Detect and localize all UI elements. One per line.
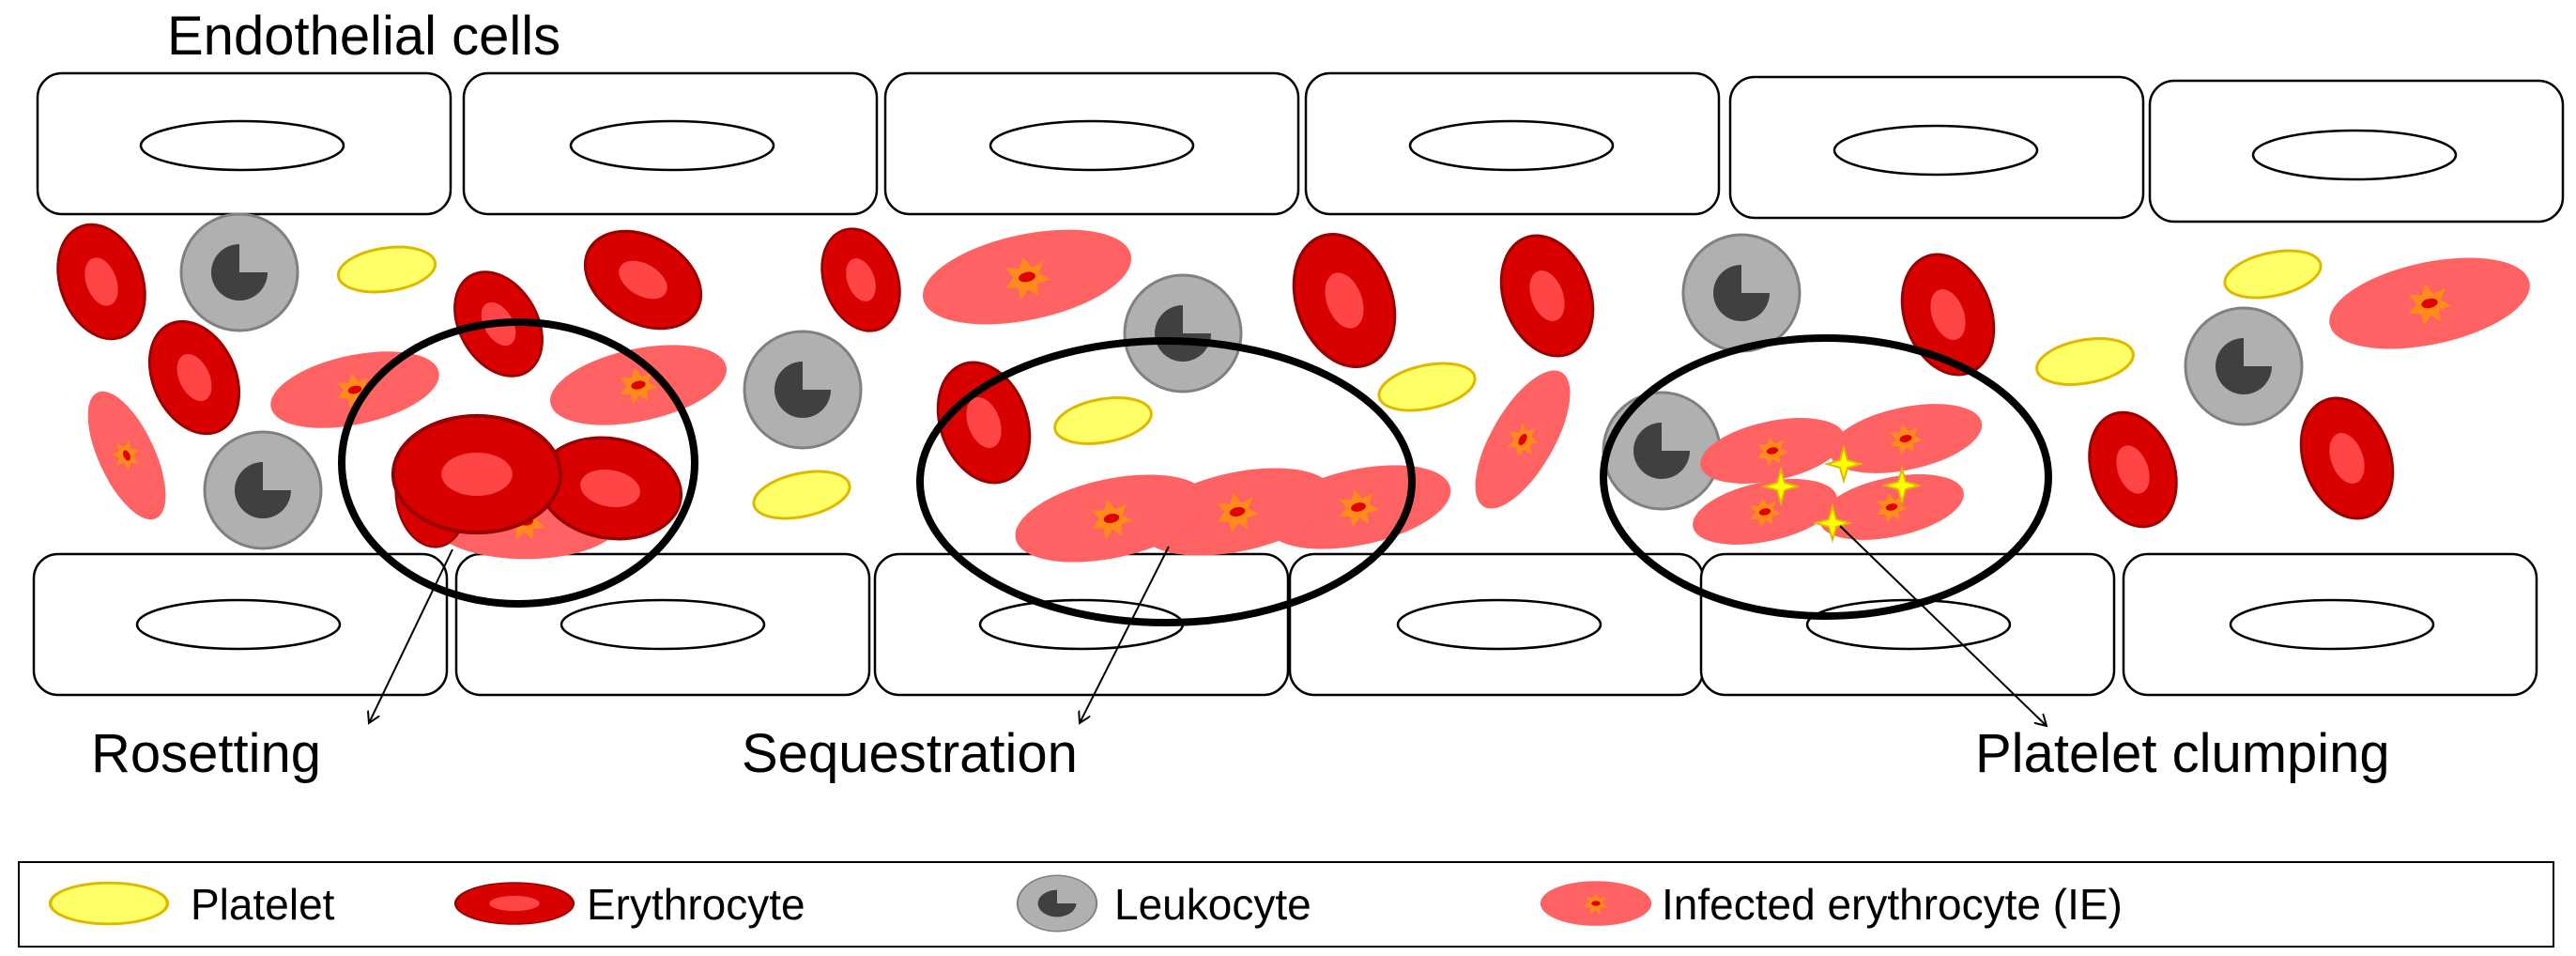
endothelium-bottom-row bbox=[32, 552, 2538, 697]
legend-box bbox=[18, 861, 2554, 948]
endothelial-cell bbox=[1728, 75, 2145, 220]
legend-leukocyte-label: Leukocyte bbox=[1114, 880, 1311, 929]
infected-erythrocyte bbox=[2321, 241, 2538, 365]
erythrocyte bbox=[1483, 221, 1611, 371]
infected-erythrocyte bbox=[543, 331, 734, 439]
sequestration-highlight-circle bbox=[916, 337, 1416, 626]
infected-erythrocyte bbox=[1457, 357, 1588, 522]
diagram-title: Endothelial cells bbox=[167, 6, 560, 67]
platelet bbox=[1372, 354, 1481, 420]
erythrocyte bbox=[806, 216, 915, 344]
platelet bbox=[747, 462, 856, 528]
infected-erythrocyte bbox=[1823, 392, 1988, 486]
erythrocyte bbox=[2283, 383, 2411, 533]
leukocyte bbox=[1123, 273, 1243, 393]
infected-erythrocyte-swatch bbox=[1540, 881, 1652, 926]
sequestration-label: Sequestration bbox=[742, 723, 1078, 784]
endothelial-cell bbox=[1288, 552, 1705, 697]
platelet-swatch bbox=[48, 881, 170, 926]
endothelial-cell bbox=[454, 552, 871, 697]
erythrocyte bbox=[393, 416, 560, 532]
erythrocyte-swatch bbox=[453, 881, 575, 926]
leukocyte bbox=[179, 212, 299, 332]
platelet bbox=[2032, 330, 2139, 393]
leukocyte bbox=[203, 430, 323, 550]
endothelial-cell bbox=[873, 552, 1290, 697]
platelet bbox=[2218, 241, 2327, 307]
endothelium-top-row bbox=[36, 71, 2565, 224]
rosetting-arrow bbox=[369, 548, 453, 723]
erythrocyte bbox=[2073, 398, 2193, 541]
erythrocyte bbox=[1884, 239, 2012, 390]
rosetting-highlight-circle bbox=[338, 318, 698, 608]
infected-erythrocyte bbox=[264, 338, 446, 441]
endothelial-cell bbox=[2122, 552, 2538, 697]
platelet-clumping-arrow bbox=[1839, 525, 2047, 726]
platelet-clumping-cluster bbox=[1687, 392, 1988, 556]
platelet-clumping-highlight-circle bbox=[1600, 334, 2052, 620]
platelet bbox=[333, 239, 440, 300]
legend-infected-label: Infected erythrocyte (IE) bbox=[1662, 880, 2123, 929]
infected-erythrocyte bbox=[1814, 463, 1970, 551]
erythrocyte bbox=[41, 210, 161, 353]
leukocyte bbox=[1602, 391, 1722, 511]
platelet-clumping-label: Platelet clumping bbox=[1975, 723, 2390, 784]
platelet bbox=[1050, 389, 1157, 453]
endothelial-cell bbox=[1304, 71, 1721, 216]
legend: Platelet Erythrocyte Leukocyte Infected … bbox=[18, 861, 2554, 948]
leukocyte bbox=[2184, 306, 2304, 426]
endothelial-cell bbox=[32, 552, 449, 697]
erythrocyte bbox=[566, 209, 720, 350]
leukocyte bbox=[743, 330, 863, 450]
endothelial-cell bbox=[1699, 552, 2116, 697]
endothelial-cell bbox=[36, 71, 452, 216]
endothelial-cell bbox=[462, 71, 879, 216]
leukocyte-swatch bbox=[1016, 874, 1098, 933]
rosetting-label: Rosetting bbox=[91, 723, 321, 784]
legend-erythrocyte-label: Erythrocyte bbox=[587, 880, 805, 929]
legend-platelet-label: Platelet bbox=[191, 880, 335, 929]
rosetting-cluster bbox=[387, 416, 691, 560]
erythrocyte bbox=[1274, 218, 1415, 383]
leukocyte bbox=[1681, 233, 1802, 353]
endothelial-cell bbox=[2148, 79, 2565, 224]
infected-erythrocyte bbox=[914, 213, 1140, 341]
sequestration-arrow bbox=[1080, 546, 1170, 723]
endothelial-cell bbox=[883, 71, 1300, 216]
